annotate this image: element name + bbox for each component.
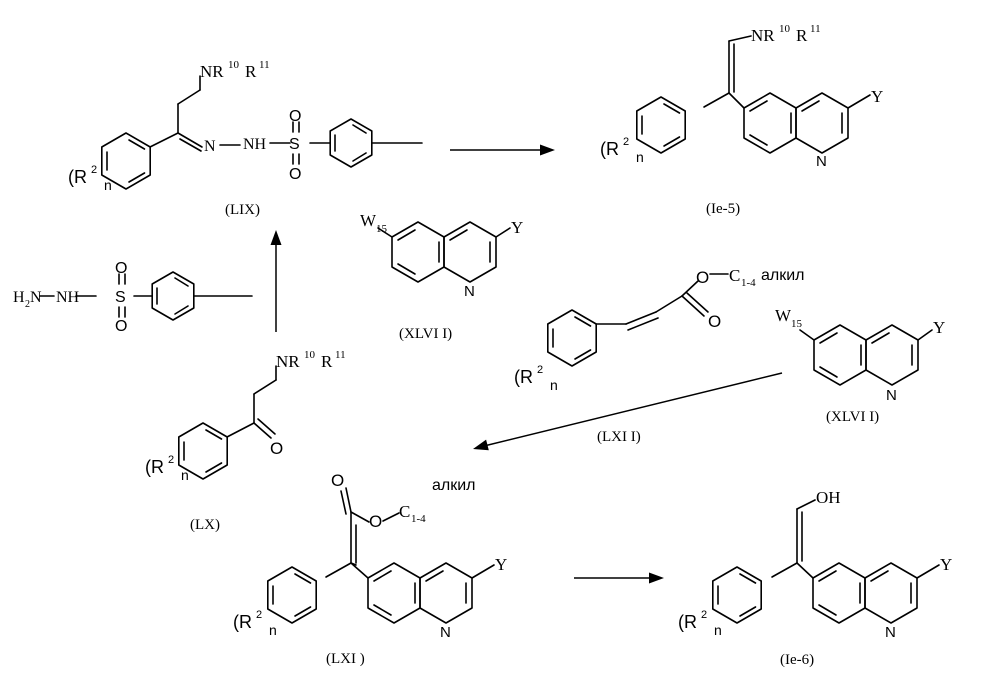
LXI-alkyl: алкил [432,477,476,494]
LIX-sup10: 10 [228,59,240,71]
compound-LXI: O O C 1-4 алкил Y N (R 2 n (LXI ) [233,471,507,667]
Ie5-R: R [796,26,808,45]
compound-Ie6: OH Y N (R 2 n (Ie-6) [678,488,952,668]
arrow-LX-to-LIX [271,230,282,332]
cinnamate-R2-sup: 2 [537,364,543,376]
XLVII-right-label: (XLVI I) [826,409,879,425]
LX-R2-n: n [181,467,189,483]
cinnamate-C: C [729,266,740,285]
cinnamate-O-carbonyl: O [708,312,721,331]
Ie5-R2-sup: 2 [623,136,629,148]
Ie6-OH: OH [816,488,841,507]
LIX-label: (LIX) [225,202,260,218]
Ie6-N: N [885,624,896,641]
LXI-R2-sup: 2 [256,609,262,621]
XLVII-right-W: W [775,306,792,325]
compound-XLVII-right: W 15 Y N (XLVI I) [775,306,945,425]
arrow-LIX-to-Ie5 [450,145,555,156]
compound-LX: NR 10 R 11 O (R 2 n (LX) [145,349,346,533]
XLVII-right-Y: Y [933,318,945,337]
LIX-R2-group: (R [68,167,87,187]
Ie6-Y: Y [940,555,952,574]
compound-Ie5: NR 10 R 11 Y N (R 2 n (Ie-5) [600,23,883,217]
Ie6-R2-sup: 2 [701,609,707,621]
Ie5-label: (Ie-5) [706,201,740,217]
Ie5-amine: NR [751,26,775,45]
cinnamate-R2-group: (R [514,367,533,387]
LIX-N-imine: N [204,138,216,155]
compound-XLVII-top: W 15 Y N (XLVI I) [360,211,523,342]
cinnamate-O-ether: O [696,268,709,287]
LXI-N: N [440,624,451,641]
LIX-sup11: 11 [259,59,270,71]
LX-R: R [321,352,333,371]
LIX-O-top: O [289,108,301,125]
XLVII-top-sub15: 15 [376,223,388,235]
Ie6-label: (Ie-6) [780,652,814,668]
Ie6-R2-n: n [714,622,722,638]
XLVII-right-sub15: 15 [791,318,803,330]
LXI-C: C [399,502,410,521]
LX-R2-sup: 2 [168,454,174,466]
hydrazide-O-bottom: O [115,318,127,335]
LX-R2-group: (R [145,457,164,477]
LX-sup10: 10 [304,349,316,361]
XLVII-top-Y: Y [511,218,523,237]
LX-sup11: 11 [335,349,346,361]
LXI-label: (LXI ) [326,651,365,667]
LXI-Y: Y [495,555,507,574]
LXI-chain: 1-4 [411,513,426,525]
LXI-O-carbonyl: O [331,471,344,490]
XLVII-top-W: W [360,211,377,230]
hydrazide-O-top: O [115,260,127,277]
Ie5-R2-group: (R [600,139,619,159]
hydrazide-S: S [115,289,126,306]
LX-O: O [270,439,283,458]
compound-LIX: NR 10 R 11 N NH S O O (R 2 n (LIX) [68,59,422,218]
Ie5-sup10: 10 [779,23,791,35]
compound-cinnamate: O O C 1-4 алкил (R 2 n [514,266,805,393]
LIX-amine: NR [200,62,224,81]
XLVII-right-N: N [886,387,897,404]
LIX-R2-n: n [104,177,112,193]
cinnamate-R2-n: n [550,377,558,393]
LIX-S: S [289,136,300,153]
LXI-R2-group: (R [233,612,252,632]
LX-label: (LX) [190,517,220,533]
hydrazide-N: N [30,289,42,306]
arrow-LXI-to-Ie6 [574,573,664,584]
LIX-O-bottom: O [289,166,301,183]
cinnamate-alkyl: алкил [761,267,805,284]
XLVII-top-label: (XLVI I) [399,326,452,342]
Ie6-R2-group: (R [678,612,697,632]
hydrazide-NH: NH [56,289,80,306]
Ie5-sup11: 11 [810,23,821,35]
LX-amine: NR [276,352,300,371]
Ie5-N: N [816,153,827,170]
LIX-R: R [245,62,257,81]
LIX-R2-sup: 2 [91,164,97,176]
cinnamate-chain: 1-4 [741,277,756,289]
LXII-label: (LXI I) [597,429,641,445]
LIX-NH: NH [243,136,267,153]
Ie5-R2-n: n [636,149,644,165]
Ie5-Y: Y [871,87,883,106]
LXI-O-ether: O [369,512,382,531]
reagent-tosylhydrazide: H 2 N NH S O O [13,260,252,335]
LXI-R2-n: n [269,622,277,638]
hydrazide-H: H [13,289,25,306]
XLVII-top-N: N [464,283,475,300]
